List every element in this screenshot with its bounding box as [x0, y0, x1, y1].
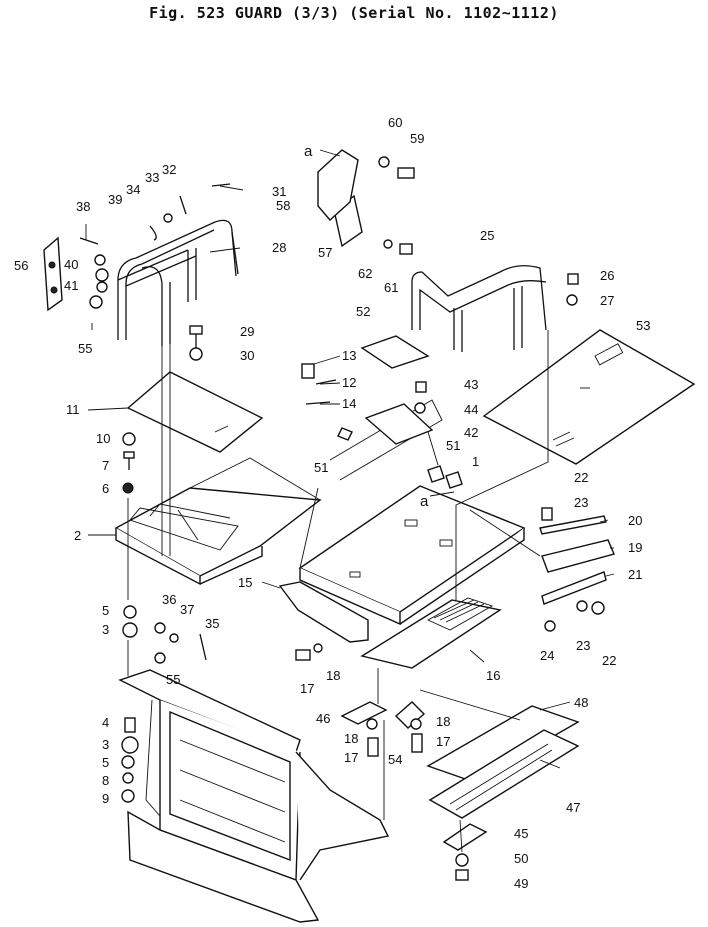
callout-1: 1	[472, 454, 479, 469]
callout-17: 17	[344, 750, 358, 765]
callout-3: 3	[102, 622, 109, 637]
callout-5: 5	[102, 603, 109, 618]
callout-35: 35	[205, 616, 219, 631]
callout-44: 44	[464, 402, 478, 417]
tray-box-part	[114, 457, 322, 586]
callout-39: 39	[108, 192, 122, 207]
callout-8: 8	[102, 773, 109, 788]
cover-plate-part	[482, 329, 696, 465]
callout-45: 45	[514, 826, 528, 841]
callout-18: 18	[344, 731, 358, 746]
callout-59: 59	[410, 131, 424, 146]
callout-51: 51	[314, 460, 328, 475]
callout-55: 55	[78, 341, 92, 356]
floor-plate-part	[126, 371, 264, 453]
callout-15: 15	[238, 575, 252, 590]
callout-48: 48	[574, 695, 588, 710]
callout-32: 32	[162, 162, 176, 177]
callout-7: 7	[102, 458, 109, 473]
callout-60: 60	[388, 115, 402, 130]
callout-34: 34	[126, 182, 140, 197]
callout-14: 14	[342, 396, 356, 411]
callout-9: 9	[102, 791, 109, 806]
callout-62: 62	[358, 266, 372, 281]
callout-10: 10	[96, 431, 110, 446]
callout-57: 57	[318, 245, 332, 260]
side-plate-part	[43, 236, 63, 312]
callout-54: 54	[388, 752, 402, 767]
callout-28: 28	[272, 240, 286, 255]
callout-labels: 1 2 3 3 4 5 5 6 7 8 9 10 11 12 13 14 15 …	[14, 115, 650, 891]
callout-19: 19	[628, 540, 642, 555]
callout-21: 21	[628, 567, 642, 582]
callout-47: 47	[566, 800, 580, 815]
callout-61: 61	[384, 280, 398, 295]
handrail-left-part	[117, 219, 239, 346]
callout-33: 33	[145, 170, 159, 185]
callout-46: 46	[316, 711, 330, 726]
callout-5: 5	[102, 755, 109, 770]
bracket-part	[278, 581, 369, 643]
callout-13: 13	[342, 348, 356, 363]
callout-43: 43	[464, 377, 478, 392]
callout-22: 22	[574, 470, 588, 485]
callout-23: 23	[574, 495, 588, 510]
callout-40: 40	[64, 257, 78, 272]
callout-4: 4	[102, 715, 109, 730]
leader-lines	[85, 149, 549, 853]
callout-25: 25	[480, 228, 494, 243]
side-rails-part	[539, 515, 615, 605]
handrail-right-part	[411, 265, 547, 352]
callout-23: 23	[576, 638, 590, 653]
callout-42: 42	[464, 425, 478, 440]
callout-41: 41	[64, 278, 78, 293]
callout-38: 38	[76, 199, 90, 214]
seat-base-part	[118, 669, 390, 923]
callout-18: 18	[436, 714, 450, 729]
fasteners-part	[79, 156, 605, 881]
callout-20: 20	[628, 513, 642, 528]
callout-12: 12	[342, 375, 356, 390]
callout-3: 3	[102, 737, 109, 752]
callout-29: 29	[240, 324, 254, 339]
callout-6: 6	[102, 481, 109, 496]
callout-22: 22	[602, 653, 616, 668]
callout-11: 11	[66, 402, 80, 417]
callout-24: 24	[540, 648, 554, 663]
callout-51: 51	[446, 438, 460, 453]
callout-53: 53	[636, 318, 650, 333]
callout-17: 17	[300, 681, 314, 696]
callout-56: 56	[14, 258, 28, 273]
callout-37: 37	[180, 602, 194, 617]
callout-58: 58	[276, 198, 290, 213]
main-frame-part	[298, 399, 526, 626]
callout-30: 30	[240, 348, 254, 363]
callout-18: 18	[326, 668, 340, 683]
callout-16: 16	[486, 668, 500, 683]
callout-55: 55	[166, 672, 180, 687]
figure-title: Fig. 523 GUARD (3/3) (Serial No. 1102~11…	[149, 4, 559, 22]
callout-31: 31	[272, 184, 286, 199]
callout-17: 17	[436, 734, 450, 749]
callout-26: 26	[600, 268, 614, 283]
ref-marker-a: a	[420, 493, 429, 510]
callout-52: 52	[356, 304, 370, 319]
callout-leaders	[87, 185, 615, 769]
bottom-plates-part	[426, 705, 580, 819]
callout-50: 50	[514, 851, 528, 866]
callout-27: 27	[600, 293, 614, 308]
callout-36: 36	[162, 592, 176, 607]
small-parts-part	[317, 149, 488, 851]
callout-49: 49	[514, 876, 528, 891]
callout-2: 2	[74, 528, 81, 543]
step-plate-part	[360, 597, 502, 669]
ref-marker-a: a	[304, 143, 313, 160]
